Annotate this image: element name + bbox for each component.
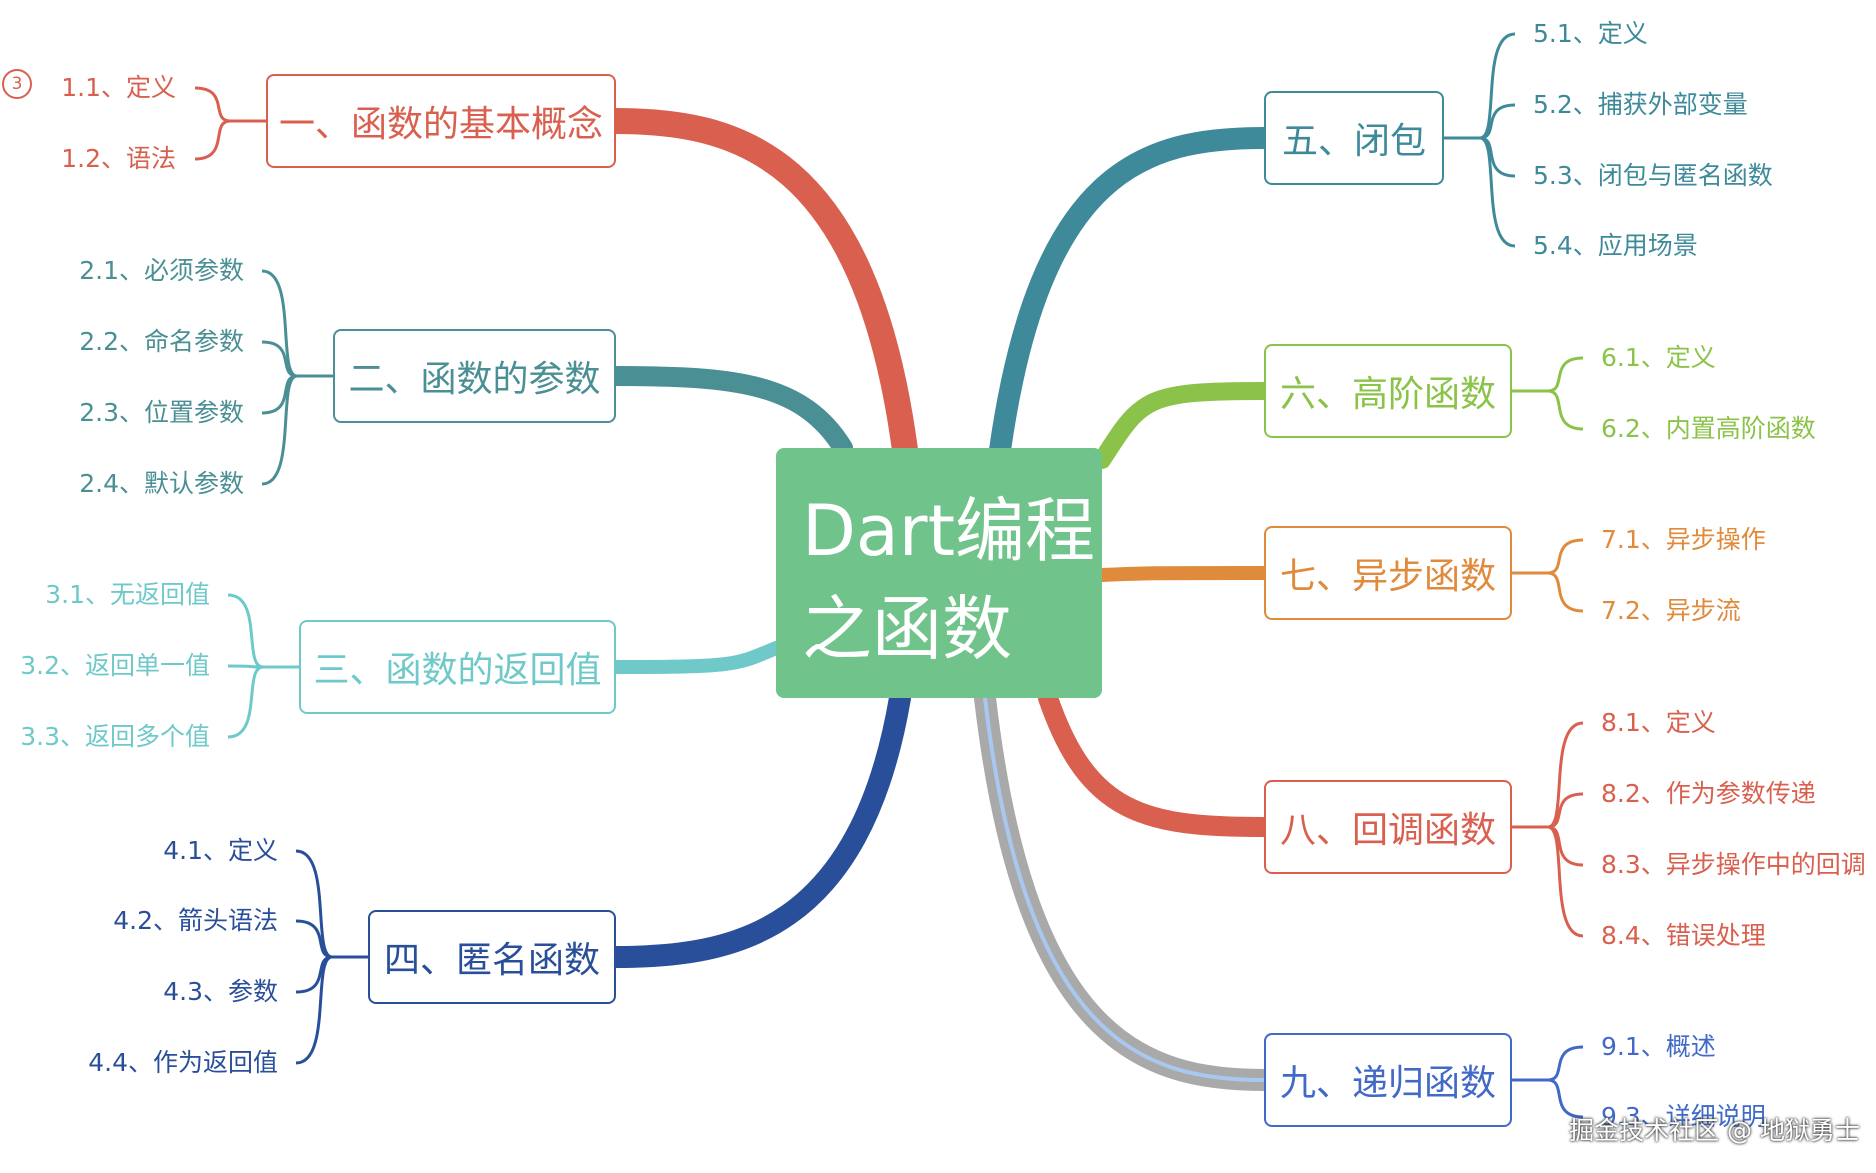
leaf-connector: [1547, 1045, 1584, 1082]
leaf-4-3[interactable]: 4.3、参数: [163, 977, 278, 1006]
topic-label: 七、异步函数: [1279, 556, 1496, 597]
branch-connector-6: [1093, 382, 1273, 469]
leaf-connector: [1479, 103, 1516, 140]
leaf-8-2[interactable]: 8.2、作为参数传递: [1601, 779, 1816, 808]
leaf-connectors: [194, 32, 1584, 1119]
branch-connector-1: [603, 108, 918, 463]
leaf-3-3[interactable]: 3.3、返回多个值: [20, 722, 210, 751]
topic-label: 三、函数的返回值: [313, 650, 602, 691]
topic-label: 四、匿名函数: [383, 940, 600, 981]
leaf-5-2[interactable]: 5.2、捕获外部变量: [1533, 90, 1748, 119]
leaf-2-4[interactable]: 2.4、默认参数: [79, 469, 244, 498]
central-topic-line-1: Dart编程: [802, 490, 1096, 572]
central-topic[interactable]: Dart编程 之函数: [776, 448, 1102, 698]
topic-label: 九、递归函数: [1279, 1063, 1496, 1104]
branch-connector-7: [1095, 566, 1271, 582]
branch-connector-2: [606, 366, 853, 458]
leaf-connector: [1547, 1078, 1584, 1119]
branch-connector-3: [609, 641, 783, 674]
leaf-2-2[interactable]: 2.2、命名参数: [79, 327, 244, 356]
leaf-connector: [1547, 538, 1584, 575]
topic-label: 一、函数的基本概念: [278, 104, 603, 145]
branch-connector-8: [1038, 688, 1274, 837]
leaf-connector: [261, 374, 298, 486]
leaf-6-2[interactable]: 6.2、内置高阶函数: [1601, 414, 1816, 443]
leaf-connector: [1547, 825, 1584, 938]
leaf-7-2[interactable]: 7.2、异步流: [1601, 596, 1741, 625]
leaf-4-4[interactable]: 4.4、作为返回值: [88, 1048, 278, 1077]
leaf-2-1[interactable]: 2.1、必须参数: [79, 256, 244, 285]
leaf-5-3[interactable]: 5.3、闭包与匿名函数: [1533, 161, 1773, 190]
topic-label: 五、闭包: [1281, 121, 1426, 162]
topic-7[interactable]: 七、异步函数: [1264, 526, 1512, 620]
leaf-5-4[interactable]: 5.4、应用场景: [1533, 231, 1698, 260]
leaf-3-2[interactable]: 3.2、返回单一值: [20, 651, 210, 680]
leaf-7-1[interactable]: 7.1、异步操作: [1601, 525, 1766, 554]
topic-3[interactable]: 三、函数的返回值: [299, 620, 616, 714]
leaf-connector: [194, 86, 231, 123]
leaf-1-1[interactable]: 1.1、定义: [61, 73, 176, 102]
leaf-8-1[interactable]: 8.1、定义: [1601, 708, 1716, 737]
topic-4[interactable]: 四、匿名函数: [368, 910, 616, 1004]
branch-connectors: [603, 108, 1275, 1091]
branch-connector-highlight: [983, 697, 1265, 1082]
leaf-9-2[interactable]: 9.3、详细说明: [1601, 1102, 1766, 1131]
leaf-connector: [295, 849, 333, 959]
leaf-8-3[interactable]: 8.3、异步操作中的回调: [1601, 850, 1866, 879]
leaf-6-1[interactable]: 6.1、定义: [1601, 343, 1716, 372]
leaf-4-1[interactable]: 4.1、定义: [163, 836, 278, 865]
branch-connector-9: [974, 687, 1275, 1091]
leaf-connector: [1547, 389, 1584, 431]
branch-connector-4: [605, 687, 911, 968]
topic-label: 六、高阶函数: [1279, 374, 1496, 415]
leaf-connector: [295, 955, 333, 1065]
topic-2[interactable]: 二、函数的参数: [333, 329, 616, 423]
leaf-8-4[interactable]: 8.4、错误处理: [1601, 921, 1766, 950]
topic-9[interactable]: 九、递归函数: [1264, 1033, 1512, 1127]
leaf-connector: [1479, 136, 1516, 248]
leaf-2-3[interactable]: 2.3、位置参数: [79, 398, 244, 427]
leaf-5-1[interactable]: 5.1、定义: [1533, 19, 1648, 48]
leaf-connector: [194, 119, 231, 161]
leaf-connector: [1547, 356, 1584, 393]
watermark: 掘金技术社区 @ 地狱勇士: [1569, 1116, 1860, 1145]
topic-label: 二、函数的参数: [348, 359, 601, 400]
topic-6[interactable]: 六、高阶函数: [1264, 344, 1512, 438]
leaf-4-2[interactable]: 4.2、箭头语法: [113, 906, 278, 935]
leaf-connector: [1479, 32, 1516, 140]
leaf-connector: [1547, 721, 1584, 829]
leaf-connector: [227, 665, 264, 739]
leaf-connector: [1547, 571, 1584, 613]
leaf-9-1[interactable]: 9.1、概述: [1601, 1032, 1716, 1061]
leaf-1-2[interactable]: 1.2、语法: [61, 144, 176, 173]
central-topic-line-2: 之函数: [802, 588, 1012, 670]
leaf-connector: [261, 340, 298, 378]
leaf-connector: [1547, 792, 1584, 829]
leaf-connector: [227, 593, 264, 669]
topic-1[interactable]: 一、函数的基本概念: [266, 74, 616, 168]
collapsed-count-badge[interactable]: 3: [2, 69, 32, 99]
leaf-connector: [261, 269, 298, 378]
leaf-connector: [295, 919, 333, 959]
leaf-3-1[interactable]: 3.1、无返回值: [45, 580, 210, 609]
topic-5[interactable]: 五、闭包: [1264, 91, 1444, 185]
leaf-connector: [227, 664, 264, 669]
topic-8[interactable]: 八、回调函数: [1264, 780, 1512, 874]
topic-label: 八、回调函数: [1279, 810, 1496, 851]
branch-connector-5: [989, 127, 1275, 461]
